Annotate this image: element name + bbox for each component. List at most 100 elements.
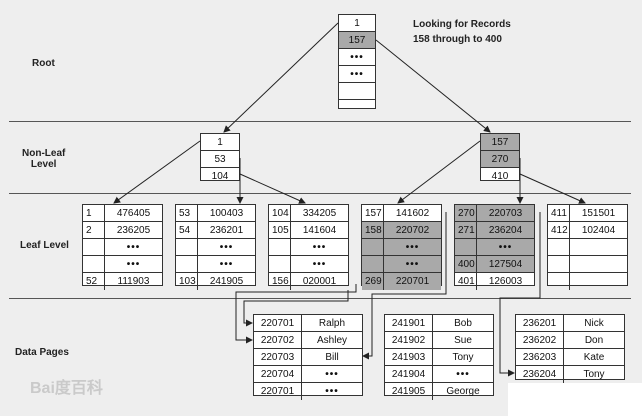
record-name: George <box>446 386 480 397</box>
record-id: 241901 <box>385 315 433 331</box>
record-name: Bill <box>325 351 339 363</box>
leaf-row: ••• <box>362 256 441 273</box>
leaf-pointer: ••• <box>312 241 327 253</box>
leaf-pointer: 100403 <box>209 207 244 219</box>
leaf-key <box>176 256 198 272</box>
nonleaf-level-label: Non-Leaf Level <box>22 148 66 170</box>
leaf-row: 271 236204 <box>455 222 534 239</box>
index-row: 53 <box>201 151 239 168</box>
arrow-nonleaf-to-leaf <box>113 140 201 204</box>
leaf-key: 156 <box>269 273 291 290</box>
leaf-pointer: ••• <box>219 241 234 253</box>
leaf-key <box>269 256 291 272</box>
leaf-pointer: ••• <box>126 258 141 270</box>
leaf-key: 103 <box>176 273 198 290</box>
leaf-pointer: 220702 <box>395 224 430 236</box>
leaf-pointer: 220701 <box>395 276 430 287</box>
record-name: ••• <box>325 386 339 397</box>
leaf-key <box>548 273 570 290</box>
index-row: 410 <box>481 168 519 185</box>
leaf-row <box>548 273 627 290</box>
leaf-row: ••• <box>362 239 441 256</box>
record-id: 220704 <box>254 366 302 382</box>
leaf-row: 156 020001 <box>269 273 348 290</box>
index-row: 157 <box>481 134 519 151</box>
arrow-leaf-to-data <box>243 290 349 327</box>
leaf-row: ••• <box>176 239 255 256</box>
leaf-key: 271 <box>455 222 477 238</box>
leaf-pointer: ••• <box>312 258 327 270</box>
level-divider <box>9 121 631 122</box>
leaf-key: 52 <box>83 273 105 290</box>
leaf-pointer: 241905 <box>209 276 244 287</box>
index-key: ••• <box>350 51 364 63</box>
index-key: ••• <box>350 68 364 80</box>
leaf-pointer: ••• <box>405 241 420 253</box>
arrow-nonleaf-to-leaf <box>239 173 306 204</box>
leaf-key <box>269 239 291 255</box>
leaf-pointer: ••• <box>126 241 141 253</box>
leaf-pointer: 236204 <box>488 224 523 236</box>
leaf-pointer: 126003 <box>488 276 523 287</box>
arrow-root-to-nonleaf <box>375 39 491 133</box>
leaf-pointer: 020001 <box>302 276 337 287</box>
leaf-row: ••• <box>83 239 162 256</box>
arrow-leaf-to-data <box>362 212 447 360</box>
leaf-pointer: 141604 <box>302 224 337 236</box>
record-id: 236204 <box>516 366 564 383</box>
arrow-leaf-to-data <box>499 212 541 377</box>
leaf-pointer: 111903 <box>117 276 150 287</box>
index-row: 157 <box>339 32 375 49</box>
record-name: ••• <box>456 368 470 380</box>
leaf-key: 269 <box>362 273 384 290</box>
leaf-key: 53 <box>176 205 198 221</box>
leaf-pointer: 220703 <box>488 207 523 219</box>
leaf-key: 270 <box>455 205 477 221</box>
nonleaf-page: 157 270 410 <box>480 133 520 182</box>
leaf-pointer: 127504 <box>488 258 523 270</box>
leaf-key: 54 <box>176 222 198 238</box>
index-key: 1 <box>217 136 223 148</box>
leaf-key <box>362 256 384 272</box>
watermark-logo: Bai度百科 <box>30 380 103 397</box>
record-name: Tony <box>583 369 605 380</box>
leaf-row: 270 220703 <box>455 205 534 222</box>
arrow-root-to-nonleaf <box>223 22 339 133</box>
leaf-pointer: ••• <box>405 258 420 270</box>
index-key: 270 <box>491 153 509 165</box>
leaf-key: 411 <box>548 205 570 221</box>
leaf-pointer: 151501 <box>581 207 616 219</box>
data-row: 236204 Tony <box>516 366 624 383</box>
leaf-key: 104 <box>269 205 291 221</box>
record-id: 241902 <box>385 332 433 348</box>
leaf-key <box>83 239 105 255</box>
record-id: 220703 <box>254 349 302 365</box>
index-key: 157 <box>491 136 509 148</box>
leaf-key <box>548 239 570 255</box>
leaf-key <box>455 239 477 255</box>
record-id: 236201 <box>516 315 564 331</box>
leaf-key: 157 <box>362 205 384 221</box>
arrow-nonleaf-to-leaf <box>397 140 481 204</box>
index-row <box>339 83 375 100</box>
index-key: 53 <box>214 153 226 165</box>
corner-patch <box>508 383 642 416</box>
leaf-pointer: 476405 <box>116 207 151 219</box>
leaf-row: ••• <box>176 256 255 273</box>
level-divider <box>9 193 631 194</box>
